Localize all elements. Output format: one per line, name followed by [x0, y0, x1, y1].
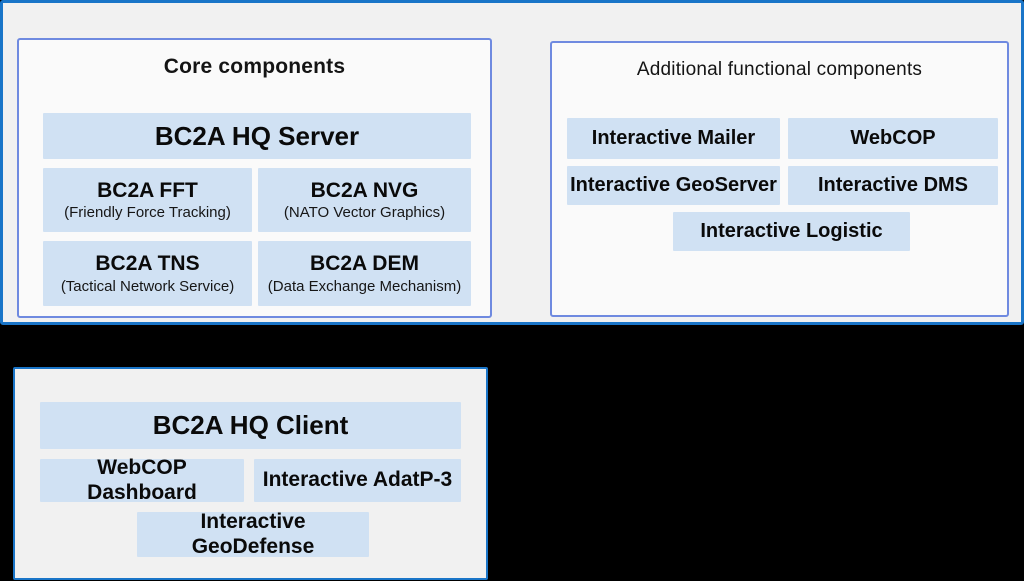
box-webcop: WebCOP: [788, 118, 998, 159]
box-bc2a-fft: BC2A FFT (Friendly Force Tracking): [43, 168, 252, 232]
additional-components-panel: Additional functional components Interac…: [550, 41, 1009, 317]
box-interactive-logistic: Interactive Logistic: [673, 212, 910, 251]
box-title: BC2A FFT: [97, 178, 198, 202]
box-title: Interactive DMS: [817, 174, 969, 196]
box-title: BC2A NVG: [310, 178, 419, 202]
box-title: BC2A TNS: [95, 252, 200, 276]
box-bc2a-dem: BC2A DEM (Data Exchange Mechanism): [258, 241, 471, 306]
box-bc2a-nvg: BC2A NVG (NATO Vector Graphics): [258, 168, 471, 232]
server-side-container: Core components BC2A HQ Server BC2A FFT …: [0, 0, 1024, 325]
box-interactive-geodefense: Interactive GeoDefense: [137, 510, 369, 558]
box-subtitle: (Friendly Force Tracking): [64, 204, 231, 222]
box-interactive-dms: Interactive DMS: [788, 166, 998, 205]
box-subtitle: (Data Exchange Mechanism): [267, 277, 462, 295]
box-title: Interactive Mailer: [591, 127, 756, 149]
box-title: Interactive AdatP-3: [262, 468, 453, 492]
additional-components-title: Additional functional components: [636, 59, 923, 80]
core-components-title: Core components: [163, 55, 346, 78]
client-side-container: BC2A HQ Client WebCOP Dashboard Interact…: [13, 367, 488, 580]
box-bc2a-tns: BC2A TNS (Tactical Network Service): [43, 241, 252, 306]
box-interactive-adatp3: Interactive AdatP-3: [254, 459, 461, 502]
box-subtitle: (Tactical Network Service): [60, 277, 235, 295]
box-interactive-geoserver: Interactive GeoServer: [567, 166, 780, 205]
box-webcop-dashboard: WebCOP Dashboard: [40, 456, 244, 504]
box-title: BC2A HQ Client: [152, 410, 349, 440]
box-bc2a-hq-client: BC2A HQ Client: [40, 402, 461, 449]
box-title: WebCOP Dashboard: [87, 456, 197, 504]
box-subtitle: (NATO Vector Graphics): [283, 204, 446, 222]
box-title: Interactive GeoServer: [570, 174, 777, 196]
box-title: WebCOP: [850, 127, 936, 149]
box-bc2a-hq-server: BC2A HQ Server: [43, 113, 471, 159]
box-interactive-mailer: Interactive Mailer: [567, 118, 780, 159]
box-title: BC2A DEM: [310, 252, 419, 276]
box-title: Interactive Logistic: [700, 220, 883, 242]
box-title: Interactive GeoDefense: [191, 510, 315, 558]
core-components-panel: Core components BC2A HQ Server BC2A FFT …: [17, 38, 492, 318]
box-title: BC2A HQ Server: [154, 120, 360, 151]
